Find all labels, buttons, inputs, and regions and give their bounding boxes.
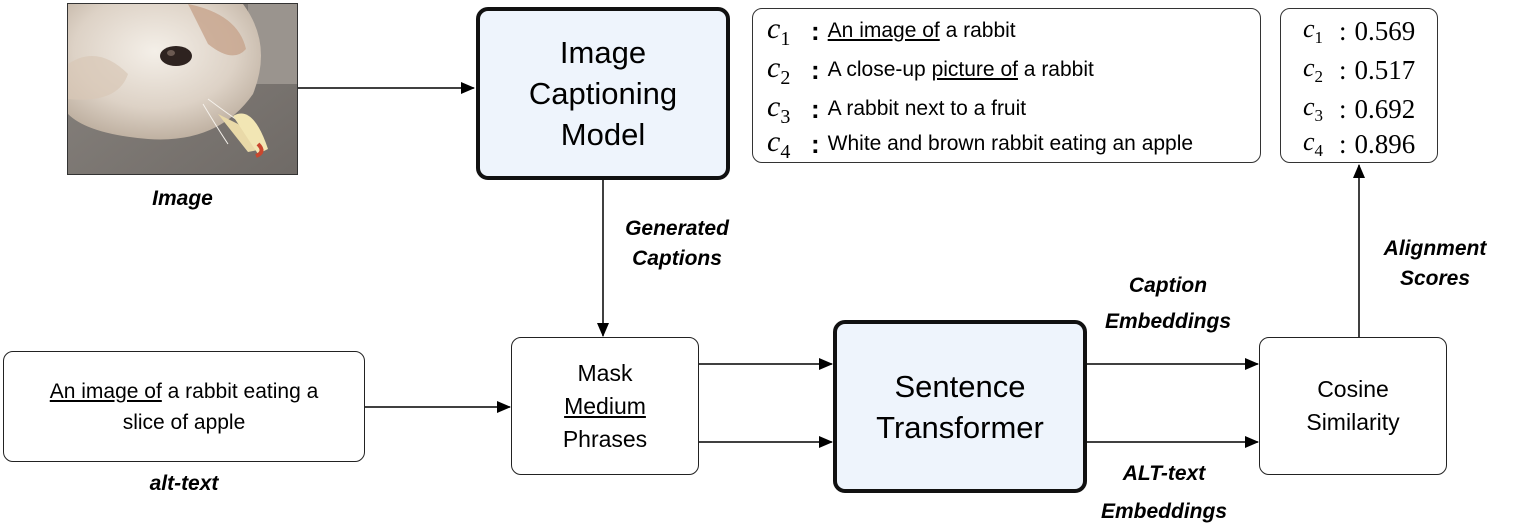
alignment-line2: Scores xyxy=(1399,267,1471,290)
caption-text-4: White and brown rabbit eating an apple xyxy=(827,132,1194,155)
alt-embeddings-line2: Embeddings xyxy=(1100,500,1227,523)
image-captioning-model-box: Image Captioning Model xyxy=(476,7,730,180)
caption-id-1: c1 xyxy=(767,11,791,50)
transformer-line1: Sentence xyxy=(894,368,1026,404)
cosine-line1: Cosine xyxy=(1317,376,1389,402)
mask-line1: Mask xyxy=(577,359,633,386)
score-row-3: c3:0.692 xyxy=(1303,91,1416,126)
caption-embeddings-label: Caption Embeddings xyxy=(1080,268,1256,340)
alt-text-line2: slice of apple xyxy=(122,410,246,434)
mask-line3: Phrases xyxy=(562,425,648,452)
alt-embeddings-line1: ALT-text xyxy=(1122,462,1206,485)
alt-text-line1: An image of a rabbit eating a xyxy=(49,379,319,403)
caption-id-3: c3 xyxy=(767,89,791,128)
caption-embeddings-line2: Embeddings xyxy=(1104,310,1231,333)
score-value-2: 0.517 xyxy=(1354,54,1416,85)
caption-text-3: A rabbit next to a fruit xyxy=(827,97,1027,120)
alignment-scores-list: c1:0.569 c2:0.517 c3:0.692 c4:0.896 xyxy=(1280,8,1438,163)
alignment-line1: Alignment xyxy=(1383,237,1487,260)
caption-row-4: c4 : White and brown rabbit eating an ap… xyxy=(767,124,1194,163)
score-row-4: c4:0.896 xyxy=(1303,126,1416,161)
score-value-1: 0.569 xyxy=(1354,15,1416,46)
mask-medium-phrases-box: Mask Medium Phrases xyxy=(511,337,699,475)
alignment-scores-label: Alignment Scores xyxy=(1372,234,1498,294)
model-line2: Captioning xyxy=(528,76,678,111)
caption-row-3: c3 : A rabbit next to a fruit xyxy=(767,89,1027,128)
score-value-3: 0.692 xyxy=(1354,93,1416,124)
caption-embeddings-line1: Caption xyxy=(1128,274,1208,297)
rabbit-image xyxy=(67,3,298,175)
cosine-line2: Similarity xyxy=(1306,409,1400,435)
sentence-transformer-box: Sentence Transformer xyxy=(833,320,1087,493)
score-row-1: c1:0.569 xyxy=(1303,13,1416,48)
mask-line2: Medium xyxy=(564,392,646,419)
model-line3: Model xyxy=(560,117,646,152)
caption-row-2: c2 : A close-up picture of a rabbit xyxy=(767,50,1094,89)
alt-text-label: alt-text xyxy=(149,472,219,495)
generated-captions-line2: Captions xyxy=(632,247,722,270)
alt-embeddings-label: ALT-text Embeddings xyxy=(1076,455,1252,531)
generated-captions-label: Generated Captions xyxy=(604,214,750,274)
caption-id-2: c2 xyxy=(767,50,791,89)
caption-text-2: A close-up picture of a rabbit xyxy=(827,58,1094,81)
alt-text-box: An image of a rabbit eating a slice of a… xyxy=(3,351,365,462)
generated-captions-line1: Generated xyxy=(625,217,729,240)
image-label: Image xyxy=(152,187,213,210)
transformer-line2: Transformer xyxy=(876,409,1044,445)
generated-captions-list: c1 : An image of a rabbit c2 : A close-u… xyxy=(752,8,1261,163)
model-line1: Image xyxy=(559,35,647,70)
caption-row-1: c1 : An image of a rabbit xyxy=(767,11,1016,50)
score-value-4: 0.896 xyxy=(1354,128,1416,159)
caption-text-1: An image of a rabbit xyxy=(827,19,1016,42)
caption-id-4: c4 xyxy=(767,124,791,163)
cosine-similarity-box: Cosine Similarity xyxy=(1259,337,1447,475)
score-row-2: c2:0.517 xyxy=(1303,52,1416,87)
